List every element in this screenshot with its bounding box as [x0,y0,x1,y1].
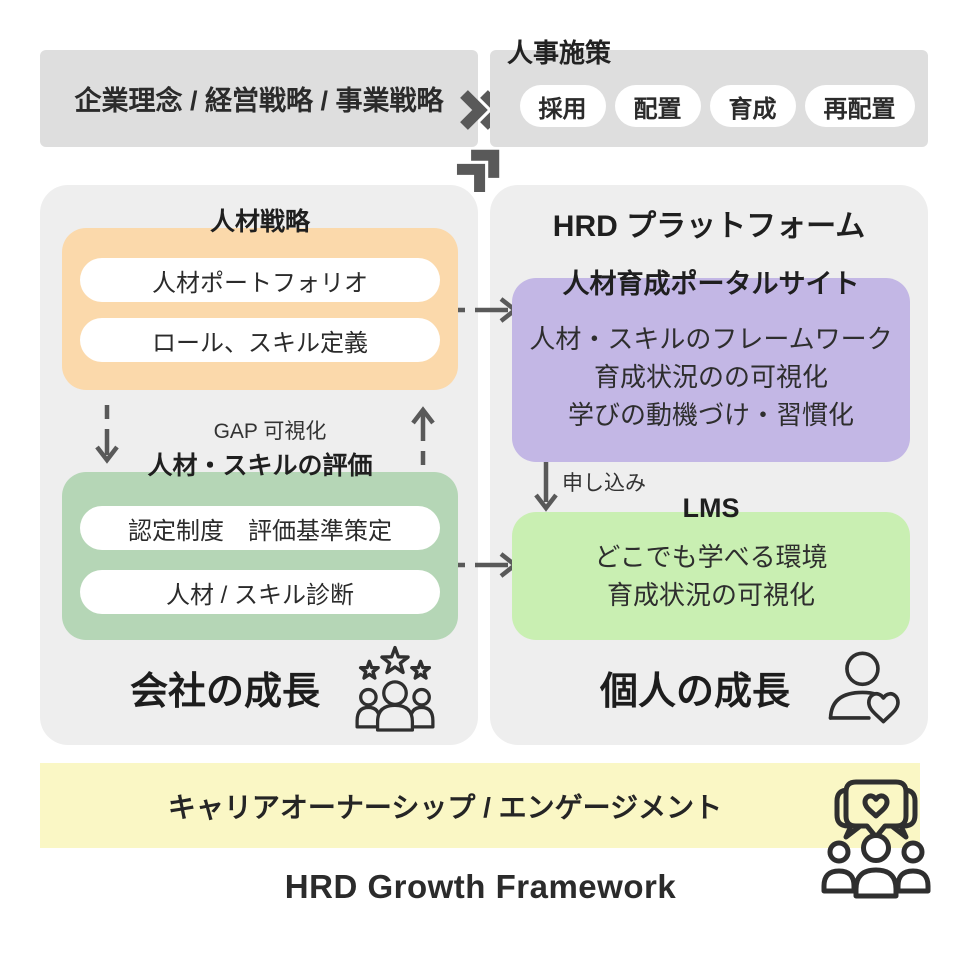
lms-line-environment: どこでも学べる環境 [594,542,828,572]
career-ownership-bar: キャリアオーナーシップ / エンゲージメント [40,763,920,848]
double-chevron-upright-icon [456,149,500,193]
group-stars-icon [355,645,435,732]
talent-portfolio-pill: 人材ポートフォリオ [80,258,440,302]
role-skill-definition-pill: ロール、スキル定義 [80,318,440,362]
talent-strategy-title: 人材戦略 [209,208,310,236]
portal-line-motivation: 学びの動機づけ・習慣化 [567,400,854,430]
people-chat-heart-icon [821,779,931,899]
corporate-strategy-label: 企業理念 / 経営戦略 / 事業戦略 [74,86,444,116]
apply-down-arrow-icon [534,458,558,512]
hr-pill-placement: 配置 [614,85,701,127]
evaluation-box: 認定制度 評価基準策定 人材 / スキル診断 [62,472,458,640]
company-panel: 人材戦略 人材ポートフォリオ ロール、スキル定義 GAP 可視化 人材・スキルの… [40,185,478,745]
skill-diagnosis-pill: 人材 / スキル診断 [80,570,440,614]
company-growth-label: 会社の成長 [129,671,320,713]
hr-measures-pill-row: 採用 配置 育成 再配置 [505,85,929,127]
person-heart-icon [828,651,900,724]
hr-pill-recruit: 採用 [519,85,606,127]
portal-box: 人材・スキルのフレームワーク 育成状況のの可視化 学びの動機づけ・習慣化 [512,278,910,462]
corporate-strategy-bar: 企業理念 / 経営戦略 / 事業戦略 [40,50,478,147]
certification-pill: 認定制度 評価基準策定 [80,506,440,550]
portal-line-framework: 人材・スキルのフレームワーク [529,324,893,354]
career-ownership-label: キャリアオーナーシップ / エンゲージメント [167,791,723,823]
hr-measures-title: 人事施策 [507,38,612,68]
portal-title: 人材育成ポータルサイト [562,269,860,299]
platform-title: HRD プラットフォーム [552,210,866,243]
hr-pill-development: 育成 [709,85,796,127]
dashed-down-arrow-icon [95,405,119,464]
apply-label: 申し込み [562,472,646,495]
platform-panel: HRD プラットフォーム 人材育成ポータルサイト 人材・スキルのフレームワーク … [490,185,928,745]
diagram-caption: HRD Growth Framework [284,868,677,905]
gap-visualization-label: GAP 可視化 [213,420,327,443]
portal-line-visibility: 育成状況のの可視化 [593,362,828,392]
evaluation-title: 人材・スキルの評価 [147,452,373,480]
lms-box: どこでも学べる環境 育成状況の可視化 [512,512,910,640]
hr-pill-redeployment: 再配置 [804,85,915,127]
lms-title: LMS [682,493,740,523]
lms-line-visibility: 育成状況の可視化 [606,580,815,610]
personal-growth-label: 個人の成長 [599,671,790,713]
dashed-up-arrow-icon [411,406,435,465]
talent-strategy-box: 人材ポートフォリオ ロール、スキル定義 [62,228,458,390]
